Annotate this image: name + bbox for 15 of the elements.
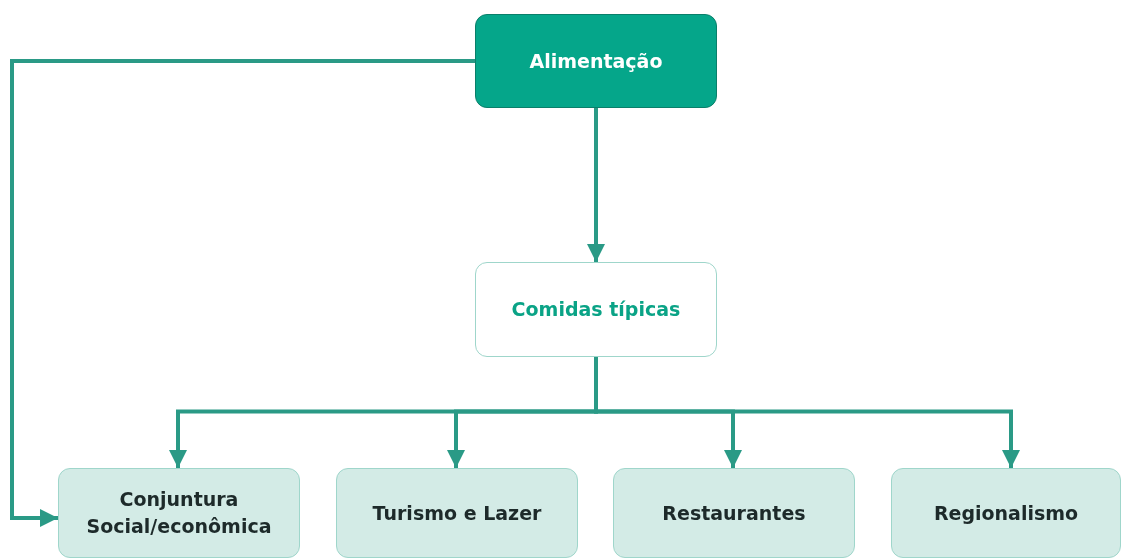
topic-box	[58, 468, 300, 558]
node-label: Conjuntura Social/econômica	[85, 487, 273, 539]
node-label: Comidas típicas	[511, 297, 681, 323]
node-label: Alimentação	[529, 48, 663, 74]
node-label: Regionalismo	[933, 500, 1079, 526]
node-label: Restaurantes	[662, 500, 806, 526]
topic-box	[336, 468, 578, 558]
node-label: Turismo e Lazer	[372, 500, 542, 526]
header-box	[475, 14, 717, 108]
topic-box	[613, 468, 855, 558]
arrow	[594, 357, 1020, 468]
arrow	[10, 59, 475, 527]
category-box	[475, 262, 717, 357]
arrow	[587, 108, 605, 262]
topic-box	[891, 468, 1121, 558]
